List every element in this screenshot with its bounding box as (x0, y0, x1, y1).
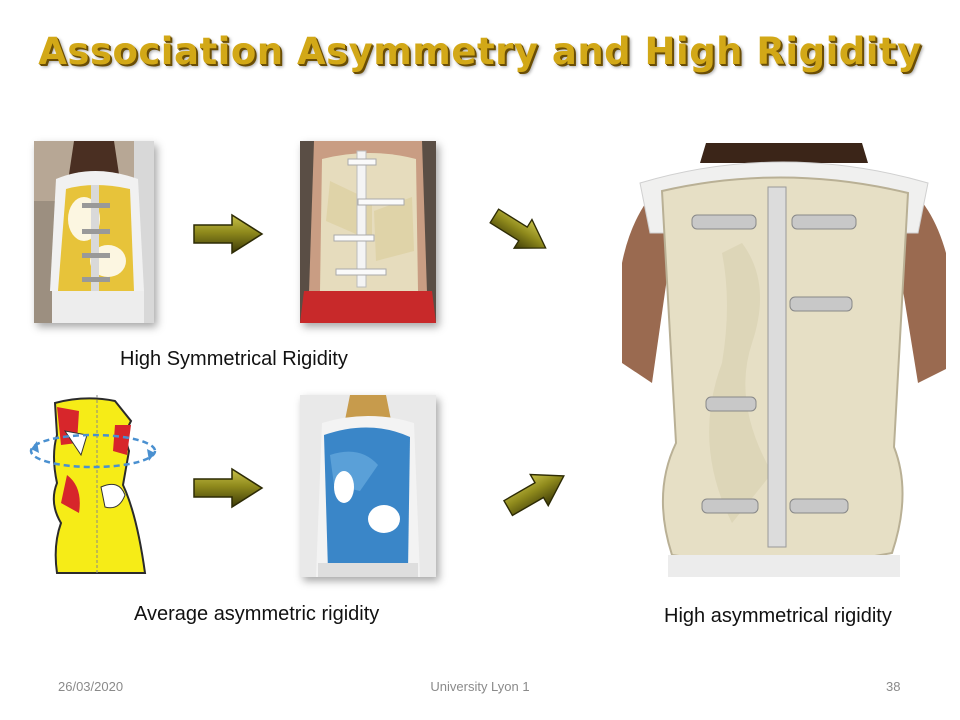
yellow-brace-photo (34, 141, 154, 323)
slide-title: Association Asymmetry and High Rigidity (38, 30, 922, 73)
caption-average-asymmetric-rigidity: Average asymmetric rigidity (134, 603, 380, 625)
caption-high-asymmetrical-rigidity: High asymmetrical rigidity (664, 605, 892, 627)
diagonal-arrow-icon (502, 466, 570, 518)
right-arrow-icon (192, 466, 264, 510)
footer-date: 26/03/2020 (58, 679, 124, 694)
right-arrow-icon (192, 212, 264, 256)
footer-institution: University Lyon 1 (430, 679, 530, 694)
caption-high-symmetrical-rigidity: High Symmetrical Rigidity (120, 348, 348, 370)
white-brace-photo (300, 141, 436, 323)
asymmetric-brace-photo (622, 143, 946, 577)
diagonal-arrow-icon (488, 206, 552, 258)
blue-brace-photo (300, 395, 436, 577)
brace-schematic-diagram (27, 395, 163, 577)
slide-number: 38 (886, 679, 901, 694)
